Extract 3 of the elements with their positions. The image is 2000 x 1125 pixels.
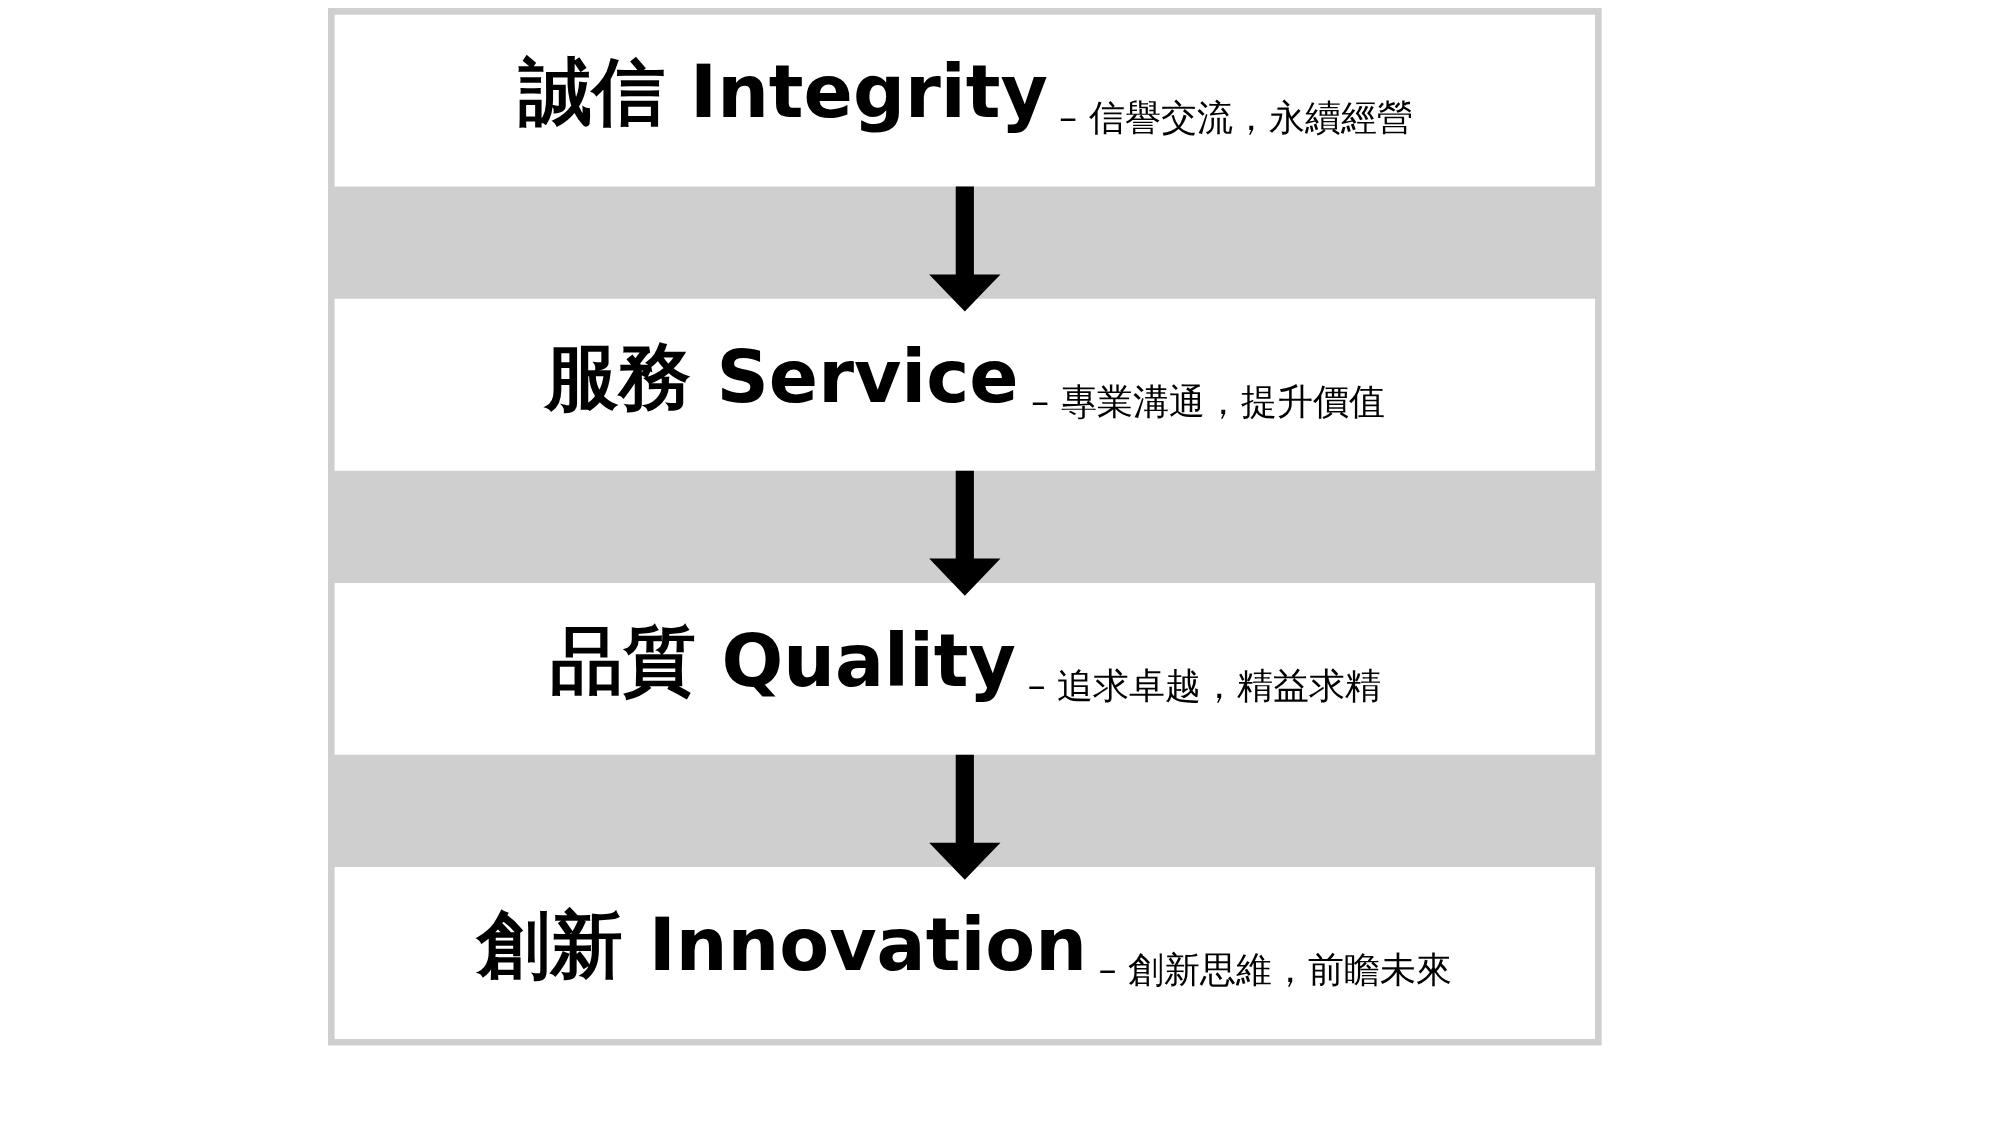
- arrow: [928, 470, 1000, 596]
- arrow: [928, 754, 1000, 880]
- arrow: [928, 186, 1000, 312]
